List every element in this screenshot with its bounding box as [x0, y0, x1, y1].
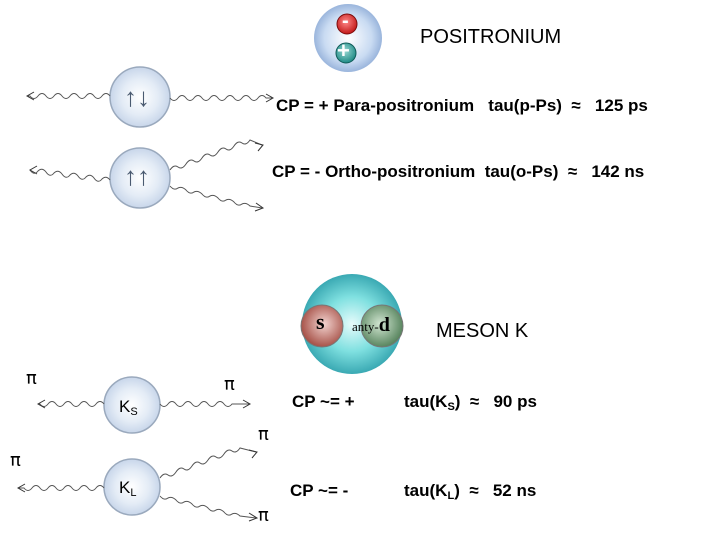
- ks-approx: ≈: [469, 392, 480, 411]
- positronium-icon: [314, 4, 382, 72]
- quark-s-label: s: [316, 309, 325, 334]
- pion-wave-left-kl: [18, 485, 105, 491]
- ks-cp-value: CP ~= +: [292, 392, 355, 411]
- ks-lifetime-line: tau(KS) ≈ 90 ps: [404, 392, 537, 413]
- ks-meson-atom: [103, 376, 161, 434]
- plus-sign: +: [337, 38, 350, 63]
- photon-wave-right-ortho-down: [169, 185, 263, 209]
- kl-k: K: [119, 478, 131, 497]
- ortho-lifetime-value: 142 ns: [591, 162, 645, 181]
- antiquark-prefix: anty-: [352, 319, 379, 334]
- para-spin-arrows: ↑↓: [124, 82, 150, 112]
- ortho-spin-arrows: ↑↑: [124, 161, 150, 191]
- ortho-lifetime-label: tau(o-Ps): [484, 162, 559, 181]
- pion-label-kl-down: π: [258, 505, 269, 526]
- kl-lifetime-line: tau(KL) ≈ 52 ns: [404, 481, 536, 502]
- photon-arrow-right-ortho-down: [254, 202, 265, 212]
- pion-arrow-right-kl-down: [248, 512, 259, 522]
- photon-wave-right-para: [169, 95, 272, 101]
- photon-wave-left-para: [28, 93, 111, 99]
- antiquark-d: d: [378, 314, 390, 336]
- pion-arrow-left-ks: [36, 399, 46, 409]
- antiquark-label: anty-d: [352, 314, 390, 337]
- photon-arrow-right-ortho-up: [254, 142, 264, 152]
- positronium-title: POSITRONIUM: [420, 26, 562, 48]
- kl-lifetime-label: tau(K: [404, 481, 448, 500]
- meson-k-icon: [300, 274, 404, 374]
- para-positronium-line: CP = + Para-positronium tau(p-Ps) ≈ 125 …: [276, 96, 648, 116]
- pion-label-kl-left: π: [10, 450, 21, 471]
- ks-lifetime-close: ): [454, 392, 461, 411]
- ortho-positronium-atom: [109, 147, 171, 209]
- ks-lifetime-label: tau(K: [404, 392, 448, 411]
- kl-lifetime-value: 52 ns: [492, 481, 537, 500]
- kl-lifetime-close: ): [454, 481, 460, 500]
- minus-sign: -: [342, 10, 349, 32]
- para-lifetime-value: 125 ps: [594, 96, 648, 115]
- para-approx: ≈: [571, 96, 581, 115]
- para-name: Para-positronium: [333, 96, 475, 115]
- ortho-cp-value: CP = -: [272, 162, 321, 181]
- ks-lifetime-sub: S: [447, 401, 455, 413]
- pion-label-kl-up: π: [258, 424, 269, 445]
- ks-sub: S: [130, 406, 138, 418]
- pion-arrow-right-kl-up: [248, 449, 258, 459]
- pion-arrow-right-ks: [242, 399, 252, 409]
- pion-label-ks-right: π: [224, 374, 235, 395]
- pion-wave-right-kl-down: [159, 495, 257, 519]
- ks-label: KS: [119, 397, 138, 418]
- pion-wave-left-ks: [38, 401, 105, 407]
- photon-arrow-left-para: [25, 91, 35, 101]
- photon-wave-left-ortho: [29, 168, 111, 182]
- meson-k-title: MESON K: [436, 320, 529, 342]
- para-lifetime-label: tau(p-Ps): [488, 96, 562, 115]
- pion-arrow-left-kl: [16, 483, 26, 493]
- kl-approx: ≈: [469, 481, 479, 500]
- kl-lifetime-sub: L: [447, 490, 455, 502]
- photon-arrow-left-ortho: [28, 165, 38, 175]
- photon-arrow-right-para: [265, 93, 275, 103]
- kl-cp-value: CP ~= -: [290, 481, 349, 500]
- pion-label-ks-left: π: [26, 368, 37, 389]
- kl-sub: L: [130, 487, 137, 499]
- photon-wave-right-ortho-up: [169, 139, 263, 171]
- ortho-positronium-line: CP = - Ortho-positronium tau(o-Ps) ≈ 142…: [272, 162, 644, 182]
- pion-wave-right-ks: [159, 401, 250, 407]
- ks-k: K: [119, 397, 131, 416]
- pion-wave-right-kl-up: [159, 447, 257, 479]
- ortho-name: Ortho-positronium: [325, 162, 476, 181]
- kl-meson-atom: [103, 458, 161, 516]
- kl-label: KL: [119, 478, 136, 499]
- ks-lifetime-value: 90 ps: [493, 392, 537, 411]
- ortho-approx: ≈: [567, 162, 578, 181]
- para-positronium-atom: [109, 66, 171, 128]
- para-cp-value: CP = +: [276, 96, 329, 115]
